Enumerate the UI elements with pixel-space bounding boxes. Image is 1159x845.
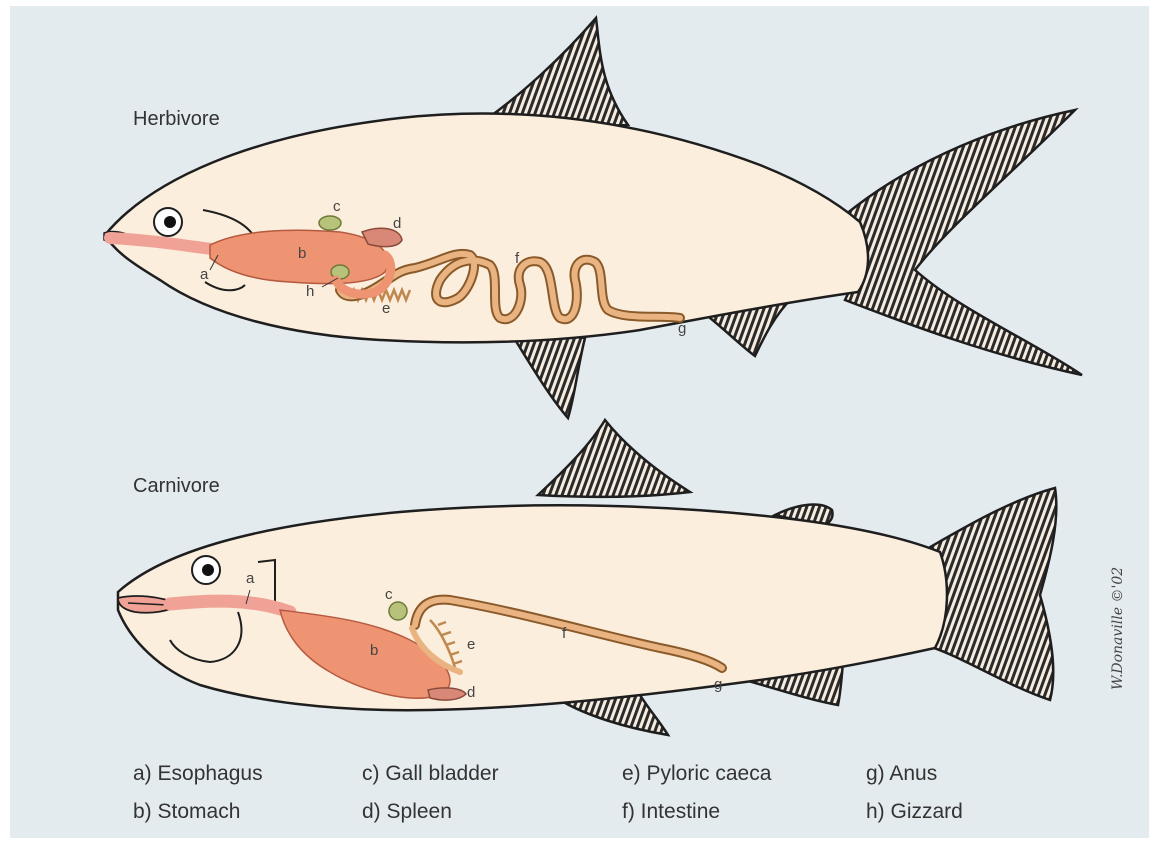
- herbivore-label-c: c: [333, 198, 341, 215]
- legend-anus: g) Anus: [866, 762, 937, 786]
- herbivore-pelvic-fin: [512, 335, 585, 418]
- artist-signature: W.Donaville ©'02: [1110, 567, 1126, 690]
- herbivore-gall-bladder: [319, 216, 341, 230]
- carnivore-spleen: [428, 688, 466, 700]
- carnivore-label-d: d: [467, 684, 475, 701]
- legend-gall-bladder: c) Gall bladder: [362, 762, 499, 786]
- legend-spleen: d) Spleen: [362, 800, 452, 824]
- herbivore-body: [105, 113, 868, 342]
- carnivore-label-a: a: [246, 570, 254, 587]
- herbivore-label-e: e: [382, 300, 390, 317]
- herbivore-label-d: d: [393, 215, 401, 232]
- legend-esophagus: a) Esophagus: [133, 762, 263, 786]
- herbivore-label-g: g: [678, 320, 686, 337]
- carnivore-fish: [118, 420, 1056, 735]
- carnivore-label-c: c: [385, 586, 393, 603]
- herbivore-tail-fin: [845, 110, 1082, 375]
- herbivore-label-a: a: [200, 266, 208, 283]
- herbivore-label-f: f: [515, 250, 519, 267]
- carnivore-label-e: e: [467, 636, 475, 653]
- carnivore-label-b: b: [370, 642, 378, 659]
- carnivore-title: Carnivore: [133, 475, 220, 498]
- legend-stomach: b) Stomach: [133, 800, 240, 824]
- carnivore-label-f: f: [562, 625, 566, 642]
- legend-pyloric-caeca: e) Pyloric caeca: [622, 762, 771, 786]
- carnivore-label-g: g: [714, 676, 722, 693]
- herbivore-title: Herbivore: [133, 108, 220, 131]
- herbivore-dorsal-fin: [488, 18, 628, 126]
- legend-intestine: f) Intestine: [622, 800, 720, 824]
- herbivore-label-b: b: [298, 245, 306, 262]
- legend-gizzard: h) Gizzard: [866, 800, 963, 824]
- carnivore-dorsal-fin: [538, 420, 690, 497]
- carnivore-gall-bladder: [389, 602, 407, 620]
- herbivore-label-h: h: [306, 283, 314, 300]
- herbivore-fish: [104, 18, 1082, 418]
